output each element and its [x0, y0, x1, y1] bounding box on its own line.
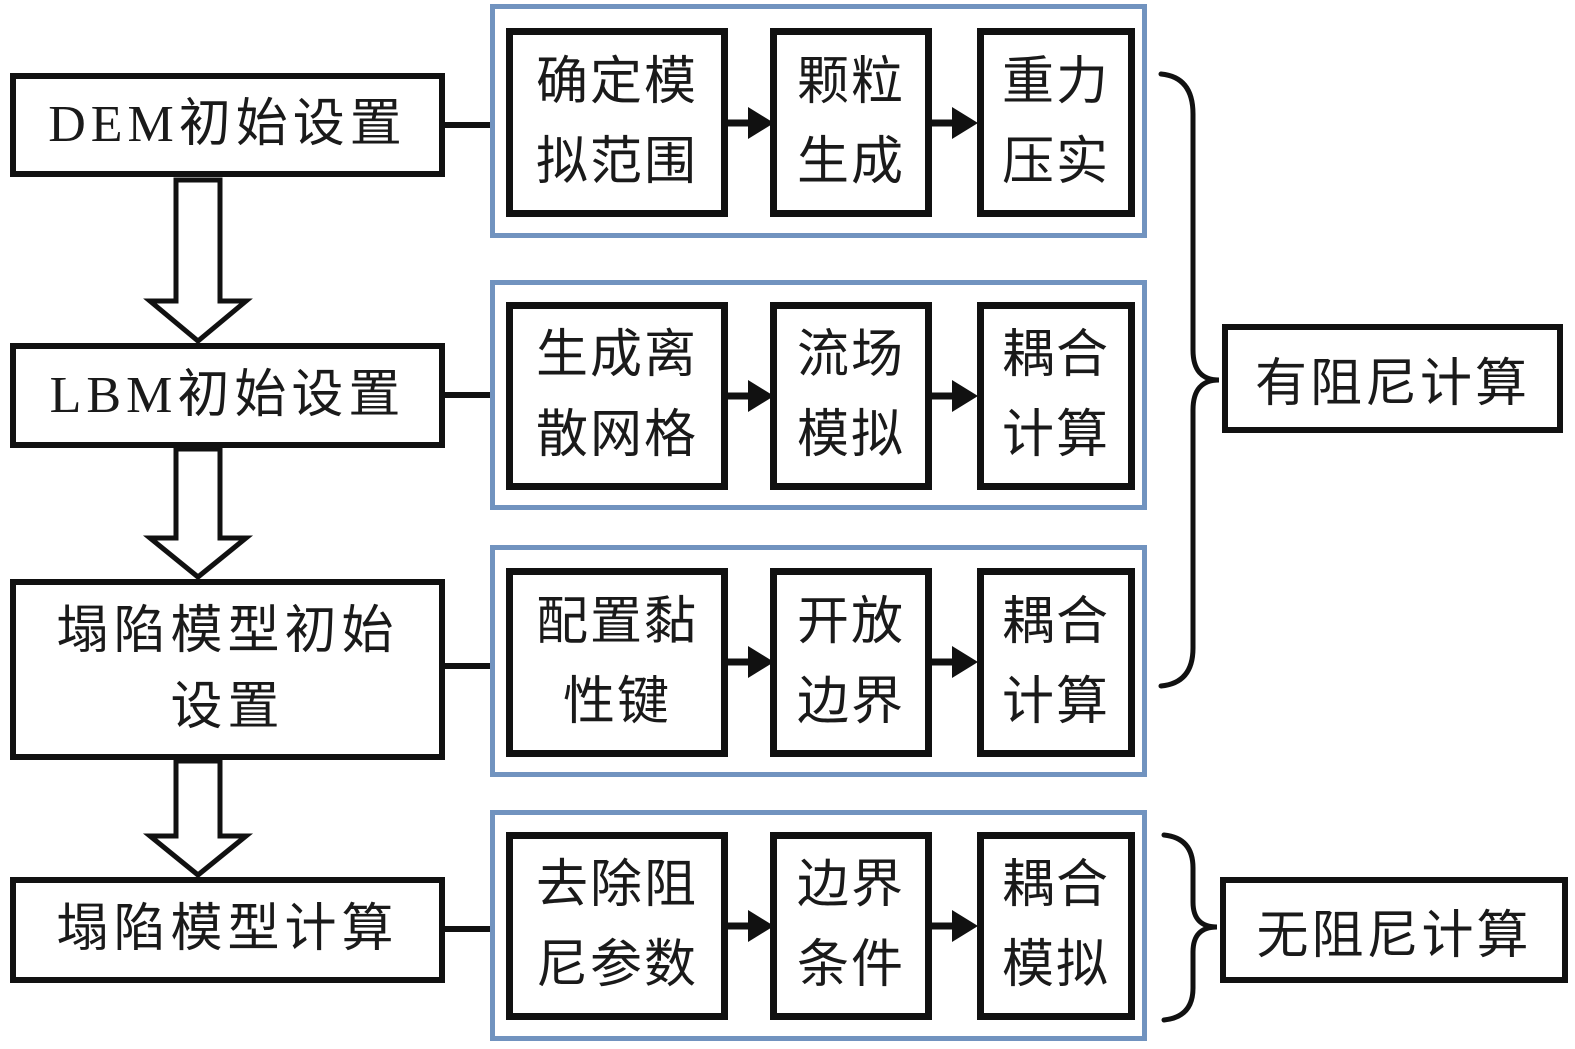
annotation-box-damped: 有阻尼计算: [1222, 324, 1563, 433]
step-box-determine-domain: 确定模 拟范围: [506, 28, 728, 217]
stage-box-lbm-setup: LBM初始设置: [10, 343, 445, 448]
stage-box-dem-setup: DEM初始设置: [10, 73, 445, 177]
step-box-coupled-simulation: 耦合 模拟: [977, 832, 1135, 1020]
flow-arrow-head-g1-a: [748, 107, 774, 139]
curly-brace-undamped-icon: [1161, 832, 1218, 1023]
step-box-coupled-calculation-2: 耦合 计算: [977, 568, 1135, 757]
step-group-3: [490, 545, 1147, 777]
flow-arrow-head-g4-a: [748, 910, 774, 942]
annotation-box-undamped: 无阻尼计算: [1220, 877, 1568, 983]
stage-box-collapse-calc: 塌陷模型计算: [10, 877, 445, 983]
step-group-4: [490, 810, 1147, 1041]
step-box-open-boundary: 开放 边界: [770, 568, 932, 757]
flow-arrow-head-g3-b: [952, 646, 978, 678]
step-group-1: [490, 4, 1147, 238]
down-arrow-icon-2: [142, 446, 254, 581]
stage-box-collapse-setup: 塌陷模型初始 设置: [10, 579, 445, 760]
step-box-flow-simulation: 流场 模拟: [770, 302, 932, 490]
down-arrow-icon-3: [142, 758, 254, 879]
step-box-configure-bonds: 配置黏 性键: [506, 568, 728, 757]
step-box-coupled-calculation-1: 耦合 计算: [977, 302, 1135, 490]
step-box-boundary-conditions: 边界 条件: [770, 832, 932, 1020]
step-group-2: [490, 280, 1147, 510]
down-arrow-icon-1: [143, 177, 253, 345]
flow-arrow-head-g3-a: [748, 646, 774, 678]
step-box-generate-mesh: 生成离 散网格: [506, 302, 728, 490]
flow-arrow-head-g4-b: [952, 910, 978, 942]
step-box-gravity-compaction: 重力 压实: [977, 28, 1135, 217]
step-box-particle-generation: 颗粒 生成: [770, 28, 932, 217]
flow-arrow-head-g1-b: [952, 107, 978, 139]
curly-brace-damped-icon: [1158, 71, 1220, 689]
flow-arrow-head-g2-b: [952, 380, 978, 412]
flow-arrow-head-g2-a: [748, 380, 774, 412]
step-box-remove-damping: 去除阻 尼参数: [506, 832, 728, 1020]
